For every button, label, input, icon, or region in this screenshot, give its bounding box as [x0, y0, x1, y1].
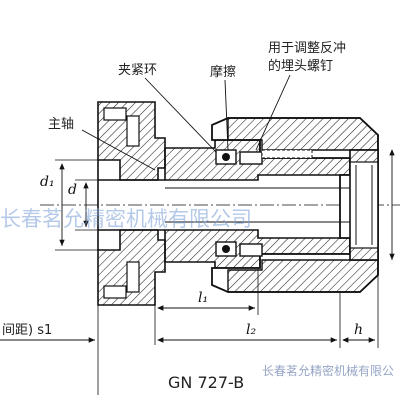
watermark-corner: 长春茗允精密机械有限公	[262, 363, 394, 378]
figure-caption: GN 727-B	[168, 373, 244, 392]
clamp-ring-label: 夹紧环	[118, 63, 157, 78]
friction-pads	[215, 149, 313, 257]
dim-h: h	[354, 322, 363, 338]
watermark-main: 长春茗允精密机械有限公司	[0, 207, 252, 231]
spindle-label: 主轴	[48, 117, 74, 132]
spindle-flange	[97, 101, 166, 306]
dim-l1: l₁	[198, 290, 208, 306]
dim-l2: l₂	[246, 322, 256, 338]
dim-d: d	[68, 182, 77, 198]
dim-d1: d₁	[40, 174, 55, 190]
spacing-label: 间距) s1	[2, 323, 52, 338]
bolt-label-line1: 用于调整反冲	[268, 41, 346, 56]
friction-label: 摩擦	[210, 64, 236, 80]
bolt-label-line2: 的埋头螺钉	[268, 58, 333, 74]
